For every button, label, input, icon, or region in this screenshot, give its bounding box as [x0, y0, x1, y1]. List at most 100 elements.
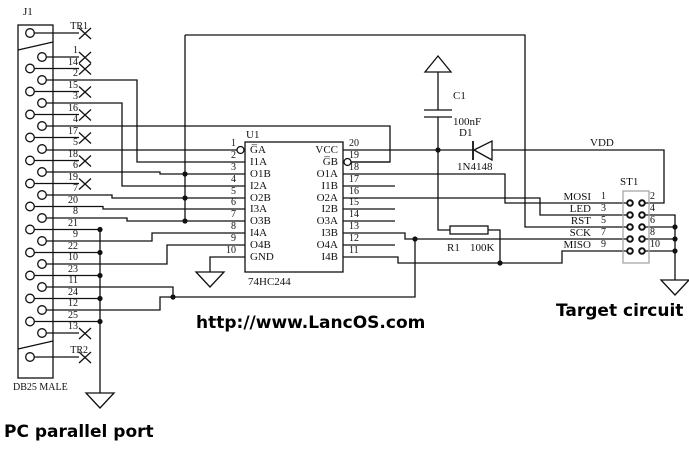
- u1-pin-label-9: O4B: [250, 239, 271, 251]
- st1-pin-number-2: 2: [650, 191, 655, 202]
- d1-ref-label: D1: [459, 127, 473, 139]
- db25-pin-21: [25, 224, 35, 235]
- st1-pin-6: [638, 223, 646, 231]
- u1-pin-number-10: 10: [226, 245, 236, 256]
- db25-pin-17: [25, 132, 35, 143]
- st1-signal-rst: RST: [570, 215, 591, 227]
- db25-pin-6: [37, 167, 47, 177]
- u1-pin-label-20: VCC: [315, 144, 338, 156]
- db25-pin-number-1: 1: [73, 45, 78, 56]
- u1-pin-number-5: 5: [231, 186, 236, 197]
- u1-part-label: 74HC244: [248, 276, 291, 288]
- db25-pin-number-5: 5: [73, 137, 78, 148]
- u1-pin-number-6: 6: [231, 197, 236, 208]
- st1-pin-10: [638, 247, 646, 255]
- u1-pin-label-17: I1B: [321, 180, 339, 192]
- db25-pin-number-12: 12: [68, 298, 78, 309]
- power-arrow-icon: [423, 54, 453, 73]
- no-connect-x-icon: [78, 351, 92, 364]
- st1-box: [622, 190, 650, 264]
- db25-pin-number-22: 22: [68, 240, 78, 252]
- db25-pin-number-7: 7: [73, 183, 78, 194]
- c1-value-label: 100nF: [453, 116, 482, 128]
- u1-pin-label-8: I4A: [250, 227, 268, 239]
- db25-type-label: DB25 MALE: [13, 382, 68, 393]
- no-connect-x-icon: [78, 109, 92, 121]
- c1-ref-label: C1: [453, 90, 466, 102]
- u1-pin-number-19: 19: [349, 150, 359, 161]
- st1-pin-3: [626, 211, 634, 219]
- no-connect-x-icon: [78, 155, 92, 167]
- db25-pin-18: [25, 155, 35, 166]
- u1-pin-label-16: O2A: [316, 192, 338, 204]
- ground-icon-u1: [194, 271, 226, 288]
- no-connect-x-icon: [78, 51, 92, 64]
- db25-pin-number-16: 16: [68, 102, 78, 114]
- target-circuit-caption: Target circuit: [556, 301, 684, 321]
- st1-ref-label: ST1: [620, 176, 639, 188]
- db25-pin-number-19: 19: [68, 171, 78, 183]
- st1-signal-led: LED: [569, 203, 591, 215]
- st1-pin-7: [626, 235, 634, 243]
- u1-pin-number-14: 14: [349, 209, 359, 220]
- vdd-label: VDD: [590, 137, 614, 149]
- db25-pin-22: [25, 247, 35, 258]
- db25-pin-14: [25, 63, 35, 74]
- no-connect-x-icon: [78, 327, 92, 340]
- db25-pin-number-2: 2: [73, 68, 78, 79]
- u1-pin-label-3: O1B: [250, 168, 271, 180]
- u1-pin-label-4: I2A: [250, 180, 268, 192]
- d1-triangle: [472, 139, 493, 162]
- st1-pin-5: [626, 223, 634, 231]
- ground-icon-db25: [84, 392, 116, 409]
- r1-ref-label: R1: [447, 242, 460, 254]
- u1-pin-number-18: 18: [349, 162, 359, 173]
- db25-pin-number-9: 9: [73, 229, 78, 240]
- u1-pin-label-12: O4A: [316, 239, 338, 251]
- db25-pin-3: [37, 98, 47, 108]
- db25-break-marks: [17, 41, 54, 350]
- st1-signal-sck: SCK: [569, 227, 591, 239]
- u1-pin-number-17: 17: [349, 174, 359, 185]
- u1-pin-number-9: 9: [231, 233, 236, 244]
- r1-value-label: 100K: [470, 242, 495, 254]
- u1-box: [244, 141, 344, 273]
- db25-pin-4: [37, 121, 47, 131]
- pc-parallel-port-caption: PC parallel port: [4, 422, 154, 442]
- db25-pin-number-8: 8: [73, 206, 78, 217]
- u1-pin-number-1: 1: [231, 138, 236, 149]
- st1-pin-4: [638, 211, 646, 219]
- u1-pin-label-15: I2B: [321, 203, 339, 215]
- db25-pin-24: [25, 293, 35, 304]
- db25-pin-2: [37, 75, 47, 85]
- d1-value-label: 1N4148: [457, 161, 493, 173]
- st1-pin-number-10: 10: [650, 239, 660, 250]
- db25-pin-number-3: 3: [73, 91, 78, 102]
- db25-pin-1: [37, 52, 47, 62]
- lancos-url: http://www.LancOS.com: [196, 313, 426, 333]
- no-connect-x-icon: [78, 132, 92, 144]
- db25-pin-25: [25, 316, 35, 327]
- db25-pin-number-10: 10: [68, 252, 78, 263]
- u1-pin-label-1: G̅A: [250, 144, 266, 156]
- u1-pin-label-5: O2B: [250, 192, 271, 204]
- u1-pin-label-11: I4B: [321, 251, 339, 263]
- u1-pin-number-20: 20: [349, 138, 359, 149]
- tr1-label: TR1: [70, 21, 88, 32]
- u1-pin-label-13: I3B: [321, 227, 339, 239]
- wire-mesh-left: [34, 34, 627, 393]
- wire-mesh-right: [343, 72, 676, 280]
- u1-pin-label-10: GND: [250, 251, 274, 263]
- r1-body: [449, 225, 489, 235]
- u1-pin-number-8: 8: [231, 221, 236, 232]
- u1-pin-number-13: 13: [349, 221, 359, 232]
- no-connect-x-icon: [78, 178, 92, 190]
- db25-pin-7: [37, 190, 47, 200]
- u1-pin-number-11: 11: [349, 245, 359, 256]
- db25-pin-number-25: 25: [68, 309, 78, 321]
- j1-ref-label: J1: [23, 6, 33, 18]
- db25-pin-number-4: 4: [73, 114, 78, 125]
- no-connect-x-icon: [78, 27, 92, 40]
- db25-pin-number-24: 24: [68, 286, 78, 298]
